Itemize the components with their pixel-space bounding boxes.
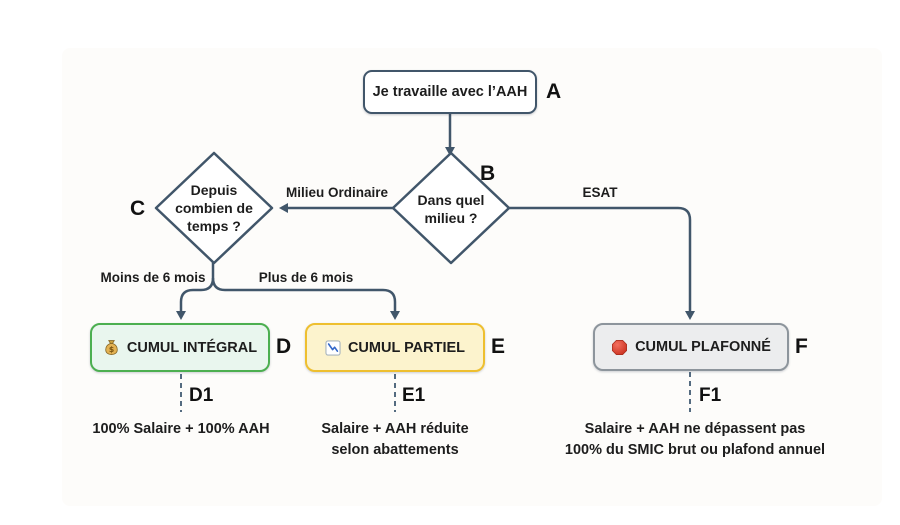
stop-icon xyxy=(611,339,628,356)
node-start: Je travaille avec l’AAH xyxy=(363,70,537,114)
arrowhead-into-b xyxy=(445,147,455,156)
node-cumul-integral-text: CUMUL INTÉGRAL xyxy=(126,339,258,356)
node-start-text: Je travaille avec l’AAH xyxy=(372,84,528,100)
edge-label-esat: ESAT xyxy=(582,185,618,200)
outcome-e1-id: E1 xyxy=(402,385,426,406)
decision-c-text: Depuis combien de temps ? xyxy=(175,182,253,234)
arrowhead-into-f xyxy=(685,311,695,320)
outcome-d1-text: 100% Salaire + 100% AAH xyxy=(92,421,270,437)
outcome-f1-id: F1 xyxy=(699,385,722,406)
edge-label-plus-6-mois: Plus de 6 mois xyxy=(258,270,354,285)
node-cumul-plafonne-id: F xyxy=(795,335,808,358)
money-bag-icon: $ xyxy=(103,339,120,356)
arrowhead-into-c xyxy=(279,203,288,213)
decision-b-id: B xyxy=(480,162,496,185)
outcome-d1-id: D1 xyxy=(189,385,214,406)
node-cumul-plafonne: CUMUL PLAFONNÉ xyxy=(593,323,789,371)
outcome-e1-text: Salaire + AAH réduite selon abattements xyxy=(321,421,469,458)
svg-text:$: $ xyxy=(109,345,114,354)
decision-b-text: Dans quel milieu ? xyxy=(417,192,485,226)
node-cumul-partiel-id: E xyxy=(491,335,506,358)
edge-label-moins-6-mois: Moins de 6 mois xyxy=(100,270,206,285)
node-cumul-integral-id: D xyxy=(276,335,292,358)
decision-c-id: C xyxy=(130,197,146,220)
arrowhead-into-d xyxy=(176,311,186,320)
arrowhead-into-e xyxy=(390,311,400,320)
decision-b-shape xyxy=(391,151,511,265)
chart-decreasing-icon xyxy=(325,339,341,356)
node-cumul-plafonne-text: CUMUL PLAFONNÉ xyxy=(635,339,771,355)
node-cumul-partiel: CUMUL PARTIEL xyxy=(305,323,485,372)
node-cumul-integral: $ CUMUL INTÉGRAL xyxy=(90,323,270,372)
decision-c-shape xyxy=(154,151,274,265)
edge-c-to-e xyxy=(211,277,397,312)
outcome-f1-text: Salaire + AAH ne dépassent pas 100% du S… xyxy=(564,421,826,458)
edge-label-milieu-ordinaire: Milieu Ordinaire xyxy=(285,185,389,200)
node-cumul-partiel-text: CUMUL PARTIEL xyxy=(347,339,466,356)
background-panel xyxy=(62,48,882,506)
edge-b-to-f xyxy=(508,206,692,312)
node-start-id: A xyxy=(546,80,562,103)
